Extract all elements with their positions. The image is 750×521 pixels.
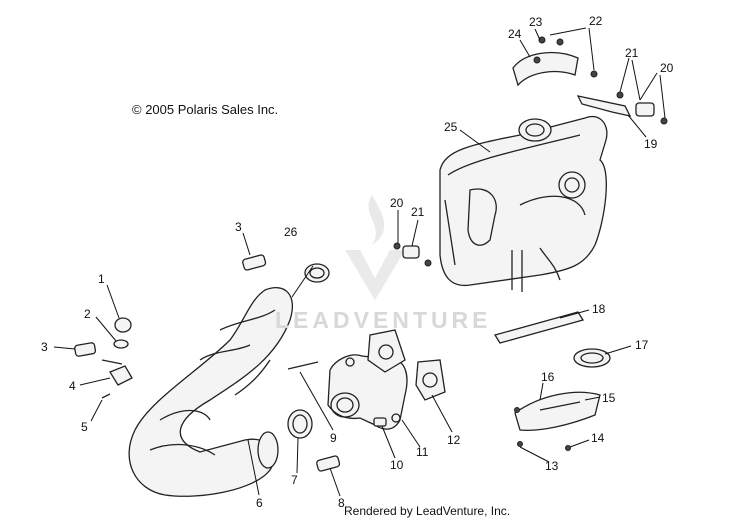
callout-9: 9: [330, 431, 337, 445]
callout-18: 18: [592, 302, 606, 316]
callout-24: 24: [508, 27, 522, 41]
callout-7: 7: [291, 473, 298, 487]
callout-11: 11: [416, 445, 429, 459]
callout-20a: 20: [390, 196, 404, 210]
callout-3a: 3: [41, 340, 48, 354]
flange-gaskets: [367, 329, 446, 401]
callout-10: 10: [390, 458, 404, 472]
springs: [74, 254, 341, 472]
callout-21b: 21: [625, 46, 639, 60]
exhaust-manifold: [327, 354, 408, 430]
muffler: [439, 115, 608, 292]
callout-6: 6: [256, 496, 263, 510]
callout-3b: 3: [235, 220, 242, 234]
callout-22: 22: [589, 14, 603, 28]
callout-19: 19: [644, 137, 658, 151]
callout-16: 16: [541, 370, 555, 384]
callout-23: 23: [529, 15, 543, 29]
studs: [287, 361, 387, 427]
small-hardware: [101, 317, 133, 399]
callout-4: 4: [69, 379, 76, 393]
callout-20b: 20: [660, 61, 674, 75]
callout-14: 14: [591, 431, 605, 445]
callout-labels: 1 2 3 4 5 3 6 26 7 8 9 10 11 12 20 21 25…: [41, 14, 674, 510]
rendered-by-text: Rendered by LeadVenture, Inc.: [344, 504, 511, 518]
callout-8: 8: [338, 496, 345, 510]
leader-lines: [53, 27, 666, 497]
watermark-text: LEADVENTURE: [275, 307, 492, 333]
isolator-center: [393, 242, 432, 267]
callout-17: 17: [635, 338, 649, 352]
callout-15: 15: [602, 391, 616, 405]
callout-13: 13: [545, 459, 559, 473]
head-pipe: [128, 287, 294, 497]
leadventure-watermark-logo: [345, 195, 405, 300]
callout-5: 5: [81, 420, 88, 434]
copyright-text: © 2005 Polaris Sales Inc.: [132, 102, 279, 117]
callout-12: 12: [447, 433, 461, 447]
callout-2: 2: [84, 307, 91, 321]
callout-1: 1: [98, 272, 105, 286]
callout-25: 25: [444, 120, 458, 134]
pads-plates: [493, 311, 601, 451]
callout-21a: 21: [411, 205, 425, 219]
seal-rings: [287, 263, 611, 439]
heat-shield: [512, 36, 579, 87]
callout-26: 26: [284, 225, 298, 239]
